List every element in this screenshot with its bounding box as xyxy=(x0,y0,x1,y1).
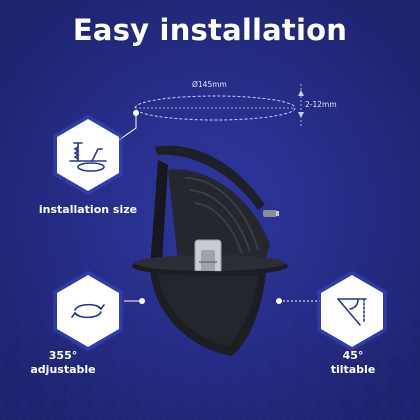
rotate-arrows-icon xyxy=(71,303,105,319)
page-title: Easy installation xyxy=(72,13,348,47)
tiltable-label: 45° tiltable xyxy=(308,349,398,377)
cutout-ellipse xyxy=(134,95,296,121)
hexagon-installation-size xyxy=(53,114,123,196)
hexagon-45-tiltable xyxy=(317,270,387,352)
tilt-angle-icon xyxy=(337,298,367,326)
depth-arrow-down-icon xyxy=(298,112,304,118)
depth-arrow-up-icon xyxy=(298,90,304,96)
adjustable-degrees: 355° xyxy=(48,349,78,362)
depth-label: 2-12mm xyxy=(305,100,337,109)
adjustable-label: 355° adjustable xyxy=(18,349,108,377)
installation-size-label: installation size xyxy=(38,203,138,216)
tiltable-text: tiltable xyxy=(330,363,376,376)
tiltable-degrees: 45° xyxy=(342,349,364,362)
hexagon-355-adjustable xyxy=(53,270,123,352)
downlight-product xyxy=(132,145,288,356)
cutout-saw-icon xyxy=(69,142,107,172)
diameter-label: Ø145mm xyxy=(192,80,227,89)
adjustable-text: adjustable xyxy=(30,363,96,376)
